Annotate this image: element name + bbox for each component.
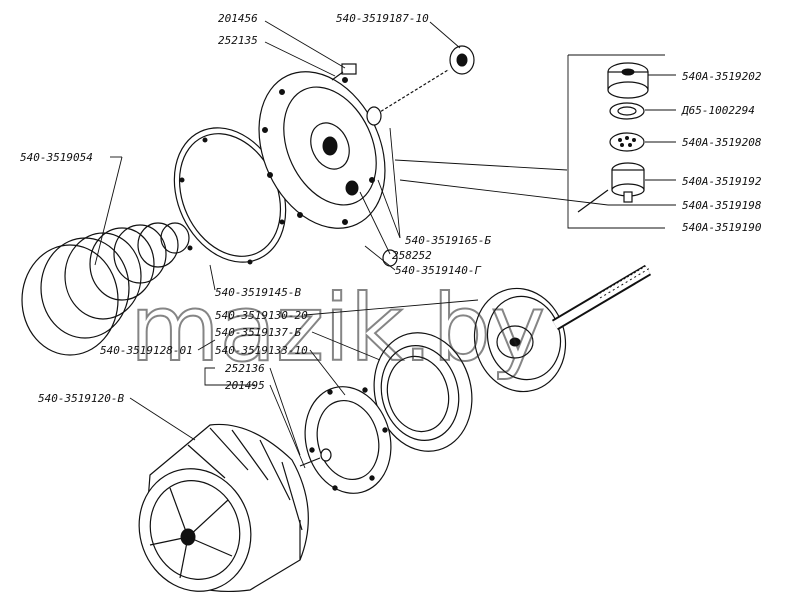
label-540a-3519202: 540А-3519202: [682, 70, 762, 83]
label-201495: 201495: [225, 379, 265, 392]
label-540-3519130-20: 540-3519130-20: [215, 309, 308, 322]
label-252135: 252135: [218, 34, 258, 47]
piston-disc: [473, 287, 567, 393]
watermark: mazik.by: [130, 275, 545, 382]
label-d65-1002294: Д65-1002294: [681, 104, 755, 117]
label-540-3519140-g: 540-3519140-Г: [395, 264, 481, 277]
cone-spring: [21, 222, 190, 356]
label-540-3519054: 540-3519054: [20, 151, 93, 164]
label-540a-3519190: 540А-3519190: [682, 221, 762, 234]
label-540-3519187-10: 540-3519187-10: [336, 12, 429, 25]
seal-plate: [304, 386, 392, 494]
label-540-3519165-b: 540-3519165-Б: [405, 234, 491, 247]
valve-body: [611, 162, 645, 203]
label-540a-3519198: 540А-3519198: [682, 199, 762, 212]
valve-filter-disc: [609, 132, 645, 152]
label-252136: 252136: [225, 362, 265, 375]
piston-rod: [551, 264, 653, 331]
label-540a-3519192: 540А-3519192: [682, 175, 762, 188]
ribbed-housing: [138, 423, 309, 592]
valve-bracket: [567, 54, 665, 229]
cover-plate: [258, 71, 386, 229]
label-540-3519128-01: 540-3519128-01: [100, 344, 193, 357]
label-540-3519133-10: 540-3519133-10: [215, 344, 308, 357]
label-540a-3519208: 540А-3519208: [682, 136, 762, 149]
label-540-3519145-v: 540-3519145-В: [215, 286, 301, 299]
label-258252: 258252: [392, 249, 432, 262]
small-screw: [331, 63, 357, 81]
valve-cap: [607, 62, 649, 99]
leader-lines: [94, 20, 676, 469]
nut: [449, 45, 475, 75]
threaded-stud: [366, 65, 451, 126]
label-201456: 201456: [218, 12, 258, 25]
part-labels: 201456 252135 540-3519187-10 540А-351920…: [20, 12, 762, 405]
label-540-3519137-b: 540-3519137-Б: [215, 326, 301, 339]
valve-pin: [577, 189, 609, 213]
label-540-3519120-v: 540-3519120-В: [38, 392, 124, 405]
valve-ring: [609, 102, 645, 120]
